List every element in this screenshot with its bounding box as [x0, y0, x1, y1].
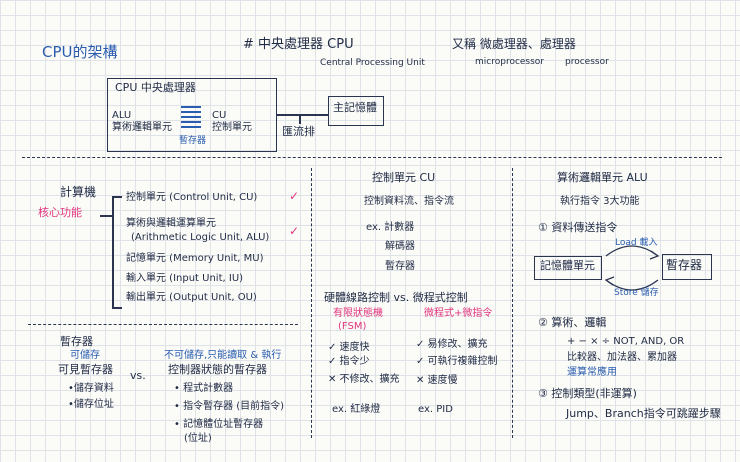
components-title: 計算機 — [60, 185, 97, 199]
micro-heading: 微程式+微指令 — [424, 308, 493, 319]
alu-function-3: ③ 控制類型(非運算) — [538, 387, 637, 400]
alu-ops-2: 比較器、加法器、累加器 — [567, 352, 677, 363]
header-alias-micro: microprocessor — [475, 57, 545, 67]
cu-example-item: 暫存器 — [385, 261, 415, 272]
register-label: 暫存器 — [179, 136, 207, 146]
component-item: 控制單元 (Control Unit, CU) — [126, 192, 258, 203]
alu-function-2: ② 算術、邏輯 — [538, 316, 607, 329]
register-bar — [181, 111, 201, 113]
register-bar — [181, 106, 201, 108]
fsm-heading: 有限狀態機 — [333, 308, 383, 319]
register-bar — [181, 116, 201, 118]
fsm-point: ✓ 指令少 — [328, 356, 370, 367]
register-bar — [181, 126, 201, 128]
components-subtitle: 核心功能 — [38, 206, 82, 219]
hidden-item: (位址) — [184, 433, 212, 444]
component-item: (Arithmetic Logic Unit, ALU) — [131, 232, 270, 243]
alu-ops-3: 運算常應用 — [567, 367, 617, 378]
cu-label: CU — [212, 110, 227, 121]
visible-item: •儲存位址 — [68, 399, 114, 410]
registers-title: 暫存器 — [60, 335, 93, 348]
cu-example: ex. 計數器 — [366, 222, 415, 233]
component-item: 輸入單元 (Input Unit, IU) — [126, 273, 244, 284]
cu-section-title: 控制單元 CU — [372, 171, 436, 184]
cu-example-item: 解碼器 — [385, 241, 415, 252]
component-item: 輸出單元 (Output Unit, OU) — [126, 292, 257, 303]
micro-point: ✓ 可執行複雜控制 — [416, 356, 498, 367]
cu-cn-label: 控制單元 — [212, 122, 252, 133]
load-label: Load 載入 — [615, 238, 658, 248]
visible-registers: 可見暫存器 — [58, 363, 113, 376]
memory-box — [328, 96, 384, 126]
column-divider — [512, 168, 513, 438]
micro-example: ex. PID — [418, 404, 453, 415]
component-item: 記憶單元 (Memory Unit, MU) — [126, 253, 264, 264]
visible-item: •儲存資料 — [68, 383, 114, 394]
alu-function-1: ① 資料傳送指令 — [538, 221, 618, 234]
section-divider — [28, 324, 298, 325]
cpu-label: CPU 中央處理器 — [115, 81, 196, 94]
memory-label: 主記憶體 — [333, 101, 377, 114]
store-label: Store 儲存 — [614, 288, 659, 298]
hidden-item: • 指令暫存器 (目前指令) — [174, 401, 285, 412]
bus-label: 匯流排 — [282, 125, 315, 138]
hidden-registers: 控制器狀態的暫存器 — [168, 363, 267, 376]
cu-compare-title: 硬體線路控制 vs. 微程式控制 — [324, 291, 468, 304]
register-bar — [181, 121, 201, 123]
column-divider — [311, 168, 312, 438]
alu-memory-label: 記憶體單元 — [540, 259, 595, 272]
check-mark: ✓ — [289, 224, 300, 238]
header-english: Central Processing Unit — [320, 58, 425, 68]
header-hashtag: # 中央處理器 CPU — [243, 37, 354, 52]
bus-line — [276, 114, 328, 116]
header-alias-proc: processor — [565, 57, 609, 67]
alu-register-box — [662, 254, 712, 280]
alu-cn-label: 算術邏輯單元 — [112, 122, 172, 133]
alu-ops: + − × ÷ NOT, AND, OR — [567, 336, 685, 347]
header-alias: 又稱 微處理器、處理器 — [452, 37, 576, 51]
bracket-connector — [100, 215, 112, 217]
hidden-item: • 程式計數器 — [174, 383, 234, 394]
bracket-top — [112, 196, 122, 198]
alu-register-label: 暫存器 — [666, 258, 703, 272]
hidden-tag: 不可儲存,只能讀取 & 執行 — [164, 350, 282, 361]
fsm-heading-en: (FSM) — [338, 321, 367, 332]
component-item: 算術與邏輯運算單元 — [126, 218, 216, 229]
fsm-example: ex. 紅綠燈 — [332, 404, 381, 415]
alu-section-title: 算術邏輯單元 ALU — [557, 171, 648, 184]
fsm-point: ✕ 不修改、擴充 — [328, 374, 400, 385]
bus-tick — [299, 114, 301, 124]
visible-tag: 可儲存 — [70, 350, 100, 361]
cu-subtitle: 控制資料流、指令流 — [364, 196, 454, 207]
micro-point: ✓ 易修改、擴充 — [416, 339, 488, 350]
registers-vs: vs. — [130, 369, 146, 382]
bracket-bottom — [112, 307, 122, 309]
hidden-item: • 記憶體位址暫存器 — [174, 419, 264, 430]
alu-memory-box — [534, 256, 602, 280]
alu-label: ALU — [112, 110, 132, 121]
alu-subtitle: 執行指令 3大功能 — [560, 196, 640, 207]
micro-point: ✕ 速度慢 — [416, 375, 458, 386]
page-title: CPU的架構 — [42, 43, 118, 61]
header-divider — [22, 157, 722, 158]
check-mark: ✓ — [289, 189, 300, 203]
fsm-point: ✓ 速度快 — [328, 342, 370, 353]
bracket-line — [112, 196, 114, 308]
alu-jump: Jump、Branch指令可跳躍步驟 — [566, 407, 721, 420]
